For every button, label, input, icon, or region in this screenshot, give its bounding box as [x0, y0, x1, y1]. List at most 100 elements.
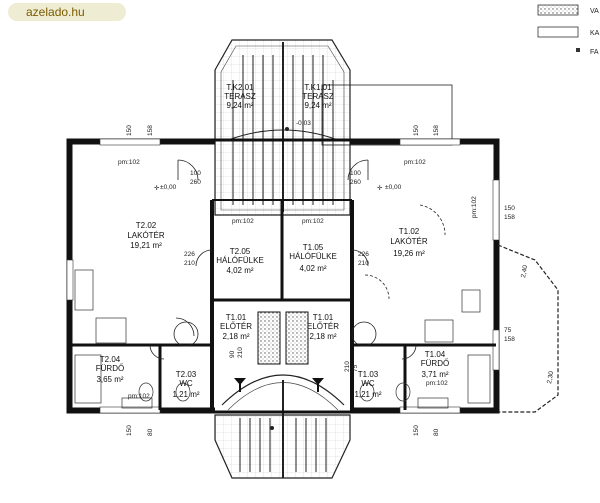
watermark: azelado.hu: [8, 3, 126, 21]
svg-text:9,24 m²: 9,24 m²: [304, 101, 331, 110]
svg-text:T2.05: T2.05: [230, 247, 251, 256]
svg-text:✛: ✛: [377, 184, 383, 192]
svg-text:3,65 m²: 3,65 m²: [96, 375, 123, 384]
svg-text:226: 226: [184, 251, 195, 258]
building-walls: [66, 138, 559, 414]
room-label-terrace-right: T.K1.01 TERASZ 9,24 m²: [302, 83, 334, 110]
svg-text:1,21 m²: 1,21 m²: [172, 390, 199, 399]
room-label-bath-right: T1.04 FÜRDŐ 3,71 m²: [421, 350, 449, 379]
svg-text:210: 210: [344, 361, 351, 372]
svg-text:2,40: 2,40: [520, 264, 529, 278]
svg-text:T2.04: T2.04: [100, 355, 121, 364]
svg-text:±0,00: ±0,00: [160, 184, 177, 191]
svg-text:FÜRDŐ: FÜRDŐ: [421, 359, 449, 368]
svg-text:pm:102: pm:102: [404, 159, 426, 166]
legend-swatch-ka: [537, 26, 579, 38]
svg-text:ELŐTÉR: ELŐTÉR: [307, 322, 339, 331]
svg-text:2,30: 2,30: [546, 370, 555, 384]
legend: VA KA FA: [537, 4, 600, 56]
svg-text:T.K2.01: T.K2.01: [226, 83, 254, 92]
terrace-top: [214, 39, 453, 216]
legend-label-ka: KA: [590, 30, 600, 37]
svg-text:150: 150: [504, 205, 515, 212]
svg-text:pm:102: pm:102: [302, 218, 324, 225]
svg-text:HÁLÓFÜLKE: HÁLÓFÜLKE: [216, 256, 264, 265]
svg-text:90: 90: [229, 350, 236, 358]
svg-text:WC: WC: [361, 379, 375, 388]
room-label-hall-right: T1.01 ELŐTÉR 2,18 m²: [307, 313, 339, 341]
svg-text:100: 100: [190, 170, 201, 177]
legend-swatch-fa: [576, 48, 580, 52]
svg-text:pm:102: pm:102: [471, 196, 478, 218]
room-label-wc-left: T2.03 WC 1,21 m²: [172, 370, 199, 399]
svg-text:pm:102: pm:102: [426, 380, 448, 387]
fixtures: [74, 269, 491, 409]
svg-text:100: 100: [350, 170, 361, 177]
dimension-labels: 150 158 150 158 100 260 100 260 150 158 …: [126, 125, 515, 436]
room-label-alcove-left: T2.05 HÁLÓFÜLKE 4,02 m²: [216, 247, 264, 275]
svg-text:158: 158: [504, 214, 515, 221]
door-swings: [149, 159, 446, 360]
room-label-living-left: T2.02 LAKÓTÉR 19,21 m²: [127, 221, 165, 250]
svg-text:80: 80: [433, 428, 440, 436]
svg-text:75: 75: [504, 327, 512, 334]
room-label-bath-left: T2.04 FÜRDŐ 3,65 m²: [96, 355, 124, 384]
svg-text:210: 210: [237, 347, 244, 358]
svg-text:T1.02: T1.02: [399, 227, 420, 236]
level-annotations: ±0,00 ±0,00 -0,03 pm:102 pm:102 pm:102 p…: [118, 120, 555, 400]
svg-text:75: 75: [352, 364, 359, 372]
svg-text:pm:102: pm:102: [118, 159, 140, 166]
svg-text:pm:102: pm:102: [232, 218, 254, 225]
svg-text:T1.05: T1.05: [303, 243, 324, 252]
svg-text:150: 150: [413, 425, 420, 436]
svg-text:19,21 m²: 19,21 m²: [130, 241, 162, 250]
svg-text:T1.04: T1.04: [425, 350, 446, 359]
svg-text:3,71 m²: 3,71 m²: [421, 370, 448, 379]
svg-text:✛: ✛: [154, 184, 160, 192]
svg-text:FÜRDŐ: FÜRDŐ: [96, 364, 124, 373]
room-label-wc-right: T1.03 WC 1,21 m²: [354, 370, 381, 399]
room-label-living-right: T1.02 LAKÓTÉR 19,26 m²: [390, 227, 428, 258]
svg-text:158: 158: [433, 125, 440, 136]
svg-text:210: 210: [184, 260, 195, 267]
svg-text:2,18 m²: 2,18 m²: [309, 332, 336, 341]
legend-swatch-va: [537, 4, 579, 16]
svg-text:260: 260: [350, 179, 361, 186]
svg-text:150: 150: [126, 425, 133, 436]
room-label-alcove-right: T1.05 HÁLÓFÜLKE 4,02 m²: [289, 243, 337, 273]
svg-text:T2.03: T2.03: [176, 370, 197, 379]
svg-text:80: 80: [147, 428, 154, 436]
legend-label-va: VA: [590, 8, 599, 15]
svg-text:2,18 m²: 2,18 m²: [222, 332, 249, 341]
svg-text:WC: WC: [179, 379, 193, 388]
svg-text:150: 150: [413, 125, 420, 136]
svg-text:4,02 m²: 4,02 m²: [299, 264, 326, 273]
svg-text:1,21 m²: 1,21 m²: [354, 390, 381, 399]
svg-text:±0,00: ±0,00: [385, 184, 402, 191]
svg-text:-0,03: -0,03: [296, 120, 311, 127]
svg-text:HÁLÓFÜLKE: HÁLÓFÜLKE: [289, 252, 337, 261]
room-label-hall-left: T1.01 ELŐTÉR 2,18 m²: [220, 313, 252, 341]
svg-text:pm:102: pm:102: [128, 393, 150, 400]
svg-text:150: 150: [126, 125, 133, 136]
svg-text:158: 158: [147, 125, 154, 136]
svg-text:226: 226: [358, 251, 369, 258]
svg-text:9,24 m²: 9,24 m²: [226, 101, 253, 110]
svg-text:T1.03: T1.03: [358, 370, 379, 379]
svg-text:LAKÓTÉR: LAKÓTÉR: [127, 231, 165, 240]
terrace-bottom: [214, 374, 351, 479]
svg-text:260: 260: [190, 179, 201, 186]
svg-text:T.K1.01: T.K1.01: [304, 83, 332, 92]
svg-text:T2.02: T2.02: [136, 221, 157, 230]
svg-text:T1.01: T1.01: [313, 313, 334, 322]
svg-text:TERASZ: TERASZ: [224, 92, 256, 101]
svg-text:19,26 m²: 19,26 m²: [393, 249, 425, 258]
svg-text:4,02 m²: 4,02 m²: [226, 266, 253, 275]
svg-text:T1.01: T1.01: [226, 313, 247, 322]
svg-text:LAKÓTÉR: LAKÓTÉR: [390, 237, 428, 246]
svg-text:ELŐTÉR: ELŐTÉR: [220, 322, 252, 331]
legend-label-fa: FA: [590, 49, 599, 56]
svg-text:TERASZ: TERASZ: [302, 92, 334, 101]
